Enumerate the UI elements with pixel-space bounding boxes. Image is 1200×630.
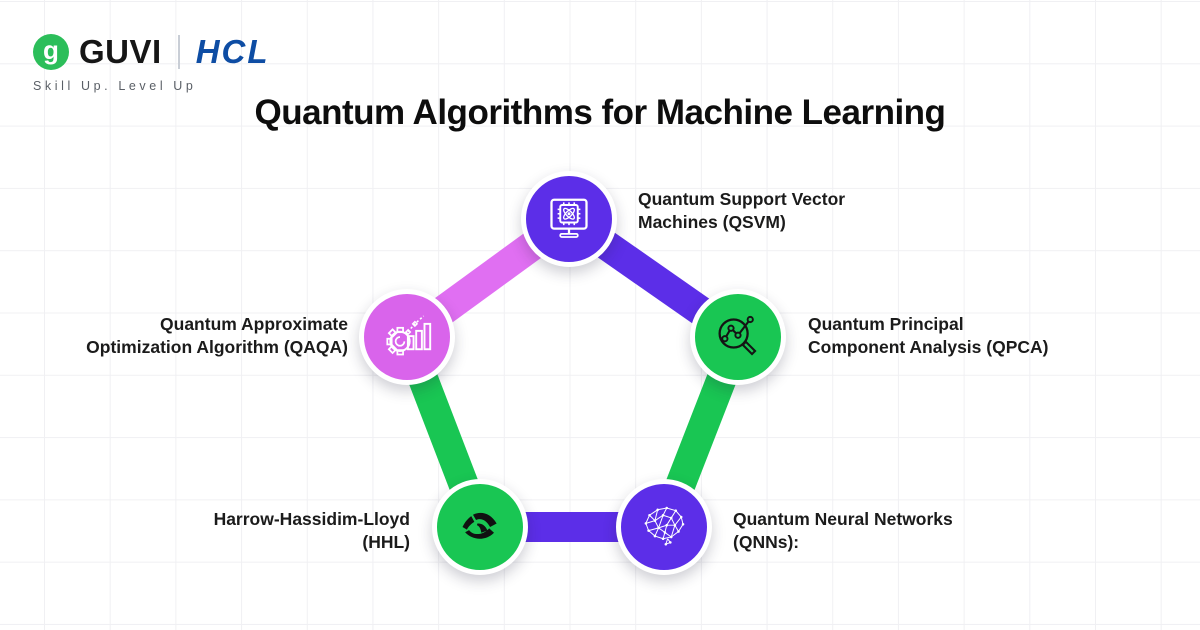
label-hhl-line2: (HHL) — [362, 532, 410, 552]
guvi-glyph: g — [43, 35, 59, 65]
brand-tagline: Skill Up. Level Up — [33, 79, 197, 93]
label-qpca: Quantum Principal Component Analysis (QP… — [808, 313, 1128, 359]
brand-divider — [177, 35, 180, 69]
node-qaqa — [359, 289, 455, 385]
label-qsvm-line1: Quantum Support Vector — [638, 189, 846, 209]
abstract-eye-icon — [462, 512, 497, 539]
label-qaqa-line2: Optimization Algorithm (QAQA) — [86, 337, 348, 357]
gear-growth-chart-icon — [386, 315, 432, 356]
node-qsvm — [521, 171, 617, 267]
label-qnn: Quantum Neural Networks (QNNs): — [733, 508, 1033, 554]
label-qpca-line1: Quantum Principal — [808, 314, 964, 334]
brand-header: g GUVI HCL Skill Up. Level Up — [33, 33, 270, 93]
page-title: Quantum Algorithms for Machine Learning — [254, 93, 946, 132]
label-qsvm-line2: Machines (QSVM) — [638, 212, 786, 232]
quantum-chip-monitor-icon — [550, 198, 588, 238]
label-qnn-line1: Quantum Neural Networks — [733, 509, 953, 529]
label-qaqa-line1: Quantum Approximate — [160, 314, 348, 334]
brain-network-icon — [644, 506, 685, 546]
label-qnn-line2: (QNNs): — [733, 532, 800, 552]
guvi-logo-icon: g — [33, 34, 69, 70]
label-qsvm: Quantum Support Vector Machines (QSVM) — [638, 188, 938, 234]
node-hhl — [432, 479, 528, 575]
node-qnn — [616, 479, 712, 575]
label-hhl: Harrow-Hassidim-Lloyd (HHL) — [90, 508, 410, 554]
label-hhl-line1: Harrow-Hassidim-Lloyd — [213, 509, 410, 529]
label-qpca-line2: Component Analysis (QPCA) — [808, 337, 1049, 357]
hcl-logo-text: HCL — [195, 33, 270, 70]
magnifier-trend-icon — [718, 315, 757, 356]
guvi-logo-text: GUVI — [79, 33, 162, 70]
label-qaqa: Quantum Approximate Optimization Algorit… — [18, 313, 348, 359]
node-qpca — [690, 289, 786, 385]
